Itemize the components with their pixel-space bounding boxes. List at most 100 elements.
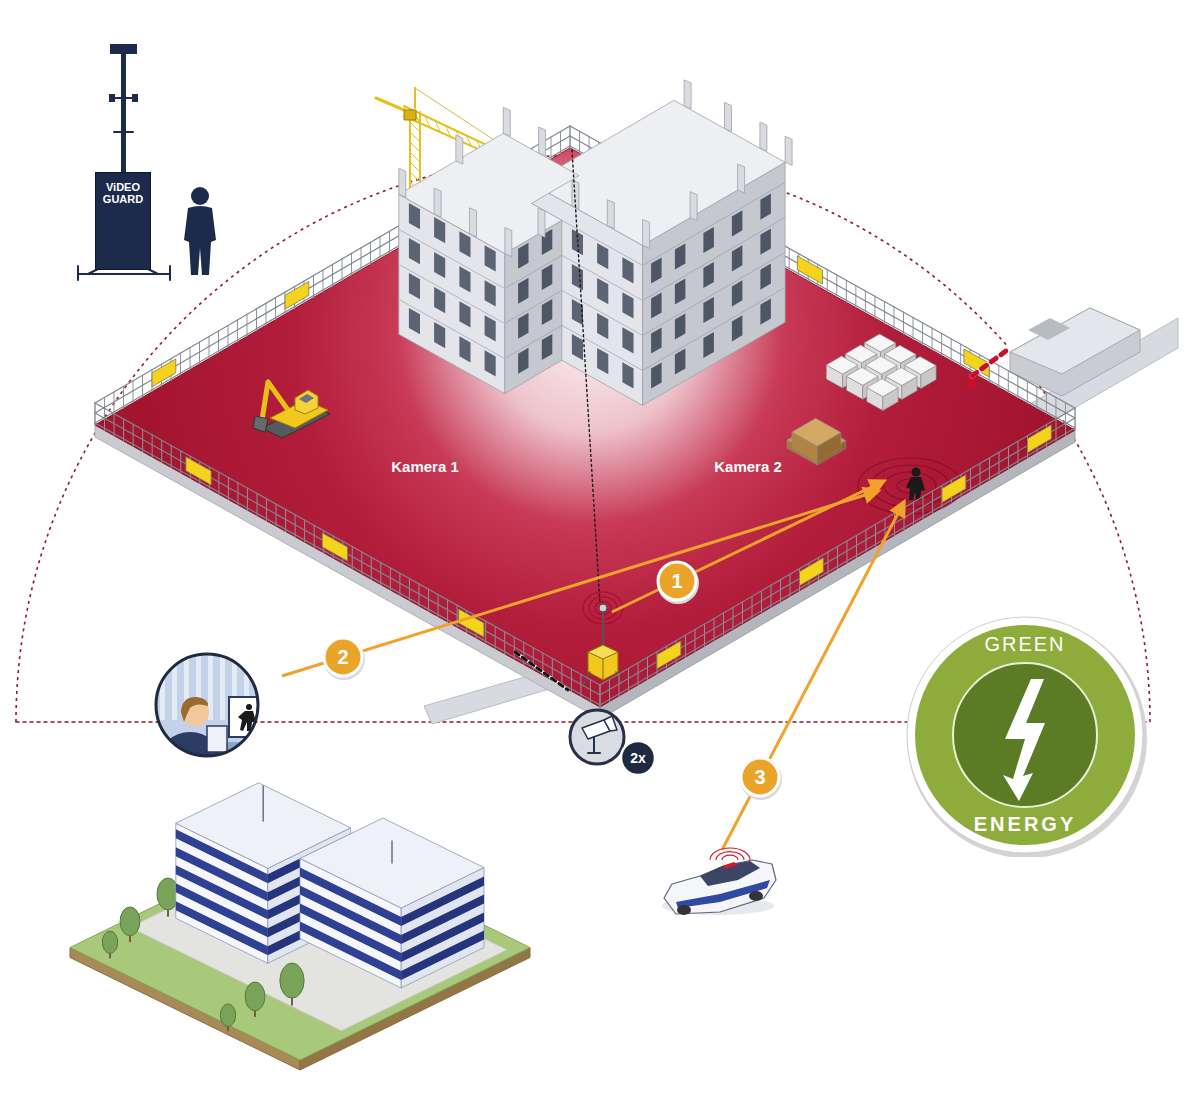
window — [760, 229, 771, 255]
material-pallet — [847, 367, 878, 385]
window — [760, 299, 771, 325]
window — [485, 245, 496, 271]
fence-post — [570, 126, 571, 148]
fence-post — [247, 314, 248, 336]
crane-cab — [404, 110, 416, 120]
siren-wave — [710, 848, 750, 860]
fence-post — [761, 591, 762, 613]
fence-post — [941, 334, 942, 356]
floor-slab — [643, 217, 786, 300]
fence-post — [495, 626, 496, 648]
window — [434, 252, 445, 278]
fence-post — [409, 579, 410, 601]
concrete-column — [738, 164, 745, 193]
fence-post — [628, 668, 629, 690]
window — [572, 334, 583, 360]
fence-rail — [95, 403, 600, 685]
camera-badge-circle — [570, 710, 624, 764]
construction-site — [95, 148, 1075, 719]
fence-post — [190, 348, 191, 370]
fence-post — [827, 270, 828, 292]
fence-post — [874, 296, 875, 318]
gate-boom — [972, 348, 1010, 376]
fence-post — [570, 126, 571, 148]
badge-label: ENERGY — [974, 813, 1076, 835]
floor-slab — [643, 182, 786, 265]
window — [518, 278, 528, 304]
window — [485, 280, 496, 306]
tree-crown — [245, 982, 265, 1011]
material-pallet — [845, 345, 876, 363]
badge-core — [953, 663, 1097, 807]
tower-crossbar — [112, 97, 135, 99]
timber-stack — [792, 418, 841, 446]
window — [597, 313, 608, 339]
truck-top — [1010, 308, 1140, 374]
fence-post — [836, 275, 837, 297]
fence-post — [142, 375, 143, 397]
fence-post — [95, 403, 96, 425]
fence-post — [266, 499, 267, 521]
car-stripe — [676, 880, 770, 908]
concrete-column — [470, 208, 477, 237]
material-pallet — [886, 368, 917, 386]
fence-post — [951, 339, 952, 361]
fence-post — [561, 664, 562, 686]
concrete-column — [539, 127, 546, 156]
material-pallet — [864, 334, 895, 352]
tower-mast — [121, 50, 126, 174]
fence-post — [180, 451, 181, 473]
material-pallet — [826, 356, 857, 374]
tower-camera — [109, 94, 115, 102]
camera-divider — [572, 150, 600, 604]
excavator-window — [299, 394, 314, 403]
callouts — [323, 562, 782, 800]
window — [597, 243, 608, 269]
camera-cabinet — [588, 645, 618, 680]
concrete-column — [785, 136, 792, 165]
fence-post — [923, 497, 924, 519]
fence-post — [123, 386, 124, 408]
fence-post — [903, 312, 904, 334]
fence-post — [932, 328, 933, 350]
fence-banner — [1028, 425, 1052, 453]
siren-wave — [722, 855, 738, 860]
window — [703, 297, 714, 323]
concrete-column — [725, 103, 732, 132]
concrete-column — [456, 135, 463, 164]
fence-post — [95, 403, 96, 425]
fence-post — [790, 574, 791, 596]
window — [675, 349, 686, 375]
fence-post — [571, 669, 572, 691]
fence-post — [932, 491, 933, 513]
operator-hair — [181, 697, 208, 722]
fence-post — [428, 589, 429, 611]
fence-post — [998, 365, 999, 387]
fence-post — [351, 253, 352, 275]
floor-slab — [643, 252, 786, 335]
fence-post — [114, 392, 115, 414]
fence-post — [152, 435, 153, 457]
material-pallet — [866, 356, 897, 374]
fence-post — [960, 344, 961, 366]
fence-post — [514, 637, 515, 659]
fence-banner — [285, 281, 309, 309]
material-pallet — [885, 345, 916, 363]
fence-post — [828, 552, 829, 574]
fence-banner — [322, 533, 347, 561]
fence-post — [1055, 397, 1056, 419]
window — [459, 266, 470, 292]
fence-post — [837, 547, 838, 569]
window — [622, 362, 633, 388]
crane-lattice — [410, 172, 420, 182]
fence-post — [846, 280, 847, 302]
callout-circle — [658, 562, 696, 600]
cabinet-label: ViDEO GUARD — [98, 181, 148, 205]
fence-post — [685, 635, 686, 657]
fence-post — [275, 298, 276, 320]
fence-post — [438, 595, 439, 617]
window — [675, 314, 686, 340]
truck-load — [1028, 318, 1070, 340]
fence-post — [647, 657, 648, 679]
window — [518, 313, 528, 339]
